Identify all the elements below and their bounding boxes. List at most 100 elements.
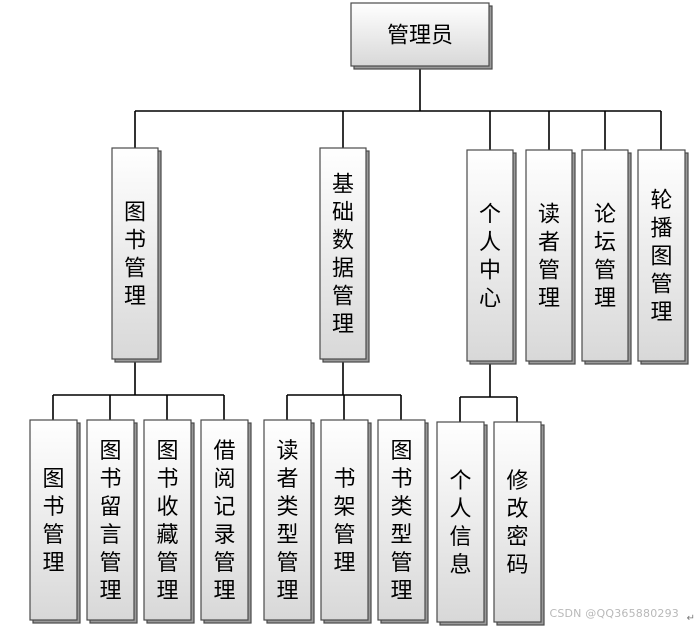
- node-label-char: 型: [390, 523, 412, 548]
- node-label-char: 录: [213, 523, 235, 548]
- node-label-char: 修: [506, 469, 528, 494]
- node-label-char: 书: [390, 467, 412, 492]
- node-label-char: 轮: [650, 188, 672, 213]
- node-label-char: 理: [333, 551, 355, 576]
- node-rect: [525, 149, 573, 362]
- node-label-char: 论: [594, 202, 616, 227]
- node-label-char: 密: [506, 525, 528, 550]
- paragraph-return-mark: ↵: [686, 613, 695, 624]
- node-label-char: 理: [390, 579, 412, 604]
- node-label-char: 阅: [213, 467, 235, 492]
- node-label-char: 理: [156, 579, 178, 604]
- node-label-char: 管: [124, 256, 146, 281]
- node-label-char: 坛: [594, 230, 616, 255]
- node-label-char: 人: [449, 497, 471, 522]
- node-label-char: 管: [99, 551, 121, 576]
- node-label-char: 图: [124, 200, 146, 225]
- node-label-char: 管: [333, 523, 355, 548]
- node-label-char: 管: [390, 551, 412, 576]
- node-label-char: 理: [124, 284, 146, 309]
- node-label-char: 管: [213, 551, 235, 576]
- node-label-char: 型: [276, 523, 298, 548]
- node-rect: [111, 147, 159, 360]
- node-rect: [350, 2, 490, 67]
- node-label-char: 书: [42, 495, 64, 520]
- node-rect: [466, 149, 514, 362]
- node-label-char: 基: [332, 172, 354, 197]
- node-label-char: 言: [99, 523, 121, 548]
- node-label-char: 书: [156, 467, 178, 492]
- node-label-char: 息: [449, 553, 471, 578]
- node-label-char: 个: [479, 202, 501, 227]
- node-label-char: 理: [276, 579, 298, 604]
- node-label-char: 类: [276, 495, 298, 520]
- node-label-char: 书: [124, 228, 146, 253]
- node-label-char: 改: [506, 497, 528, 522]
- node-label-char: 留: [99, 495, 121, 520]
- node-rect: [86, 419, 135, 621]
- node-label-char: 者: [276, 467, 298, 492]
- node-label: 管理员: [387, 24, 453, 49]
- node-label-char: 心: [479, 286, 501, 311]
- node-label-char: 理: [42, 551, 64, 576]
- node-label-char: 记: [213, 495, 235, 520]
- node-rect: [143, 419, 192, 621]
- node-rect: [320, 419, 369, 621]
- node-label-char: 码: [506, 553, 528, 578]
- node-label-char: 理: [594, 286, 616, 311]
- node-label-char: 数: [332, 228, 354, 253]
- csdn-watermark: CSDN @QQ365880293: [549, 607, 679, 620]
- node-label-char: 管: [594, 258, 616, 283]
- node-rect: [263, 419, 312, 621]
- node-label-char: 图: [390, 439, 412, 464]
- node-label-char: 管: [538, 258, 560, 283]
- node-label-char: 书: [333, 467, 355, 492]
- node-label-char: 人: [479, 230, 501, 255]
- node-rect: [29, 419, 78, 621]
- node-label-char: 个: [449, 469, 471, 494]
- node-rect: [493, 421, 542, 623]
- node-label-char: 架: [333, 495, 355, 520]
- node-label-char: 收: [156, 495, 178, 520]
- node-label-char: 管: [42, 523, 64, 548]
- node-label-char: 图: [650, 244, 672, 269]
- node-label-char: 础: [332, 200, 354, 225]
- node-rect: [436, 421, 485, 623]
- node-rect: [581, 149, 629, 362]
- node-rect: [200, 419, 249, 621]
- node-label-char: 理: [213, 579, 235, 604]
- node-label-char: 管: [332, 284, 354, 309]
- node-label-char: 管: [276, 551, 298, 576]
- node-label-char: 类: [390, 495, 412, 520]
- node-label-char: 据: [332, 256, 354, 281]
- node-label-char: 理: [650, 300, 672, 325]
- node-label-char: 读: [276, 439, 298, 464]
- node-label-char: 图: [156, 439, 178, 464]
- node-label-char: 者: [538, 230, 560, 255]
- root-node-admin: 管理员: [350, 2, 493, 70]
- node-label-char: 图: [99, 439, 121, 464]
- node-label-char: 理: [332, 312, 354, 337]
- node-label-char: 书: [99, 467, 121, 492]
- node-label-char: 管: [156, 551, 178, 576]
- node-rect: [637, 149, 686, 362]
- node-label-char: 理: [99, 579, 121, 604]
- node-rect: [319, 147, 367, 360]
- node-label-char: 借: [213, 439, 235, 464]
